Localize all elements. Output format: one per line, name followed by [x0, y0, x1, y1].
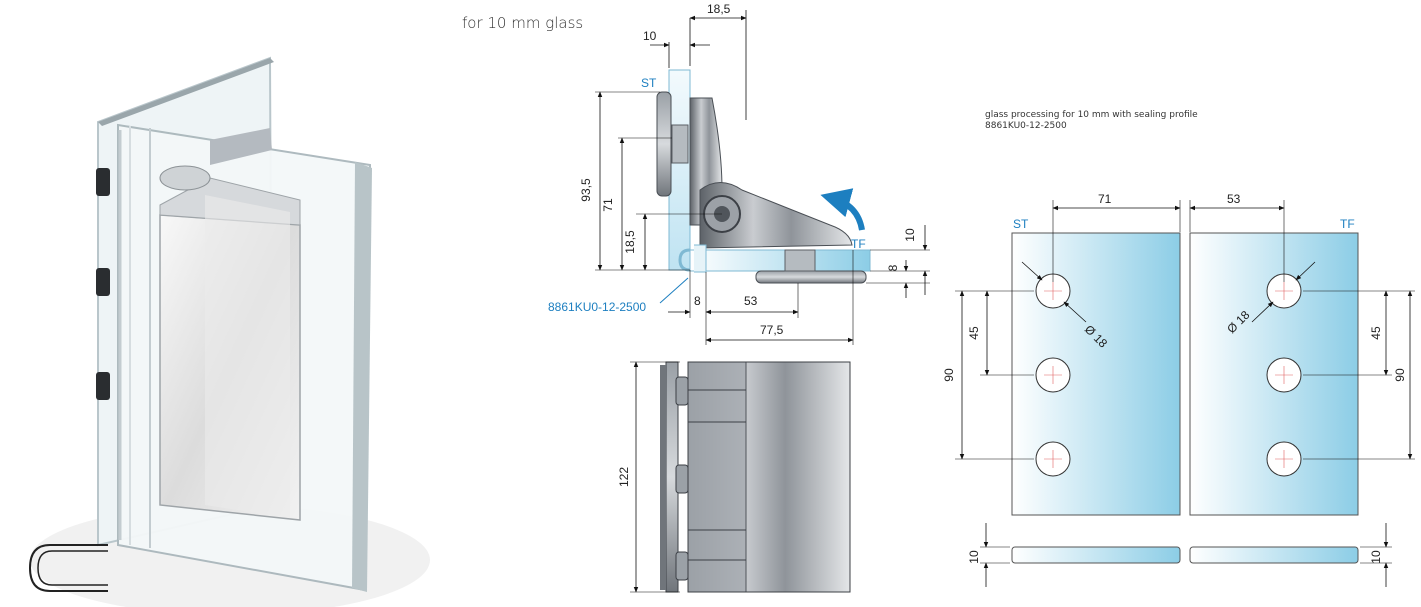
- curved-arrow-icon: [820, 188, 865, 231]
- st-label-side: ST: [641, 76, 657, 90]
- tf-label-side: TF: [851, 237, 866, 251]
- st-label-glass: ST: [1013, 217, 1029, 231]
- dim-strip-right-10: 10: [1369, 550, 1383, 564]
- dim-bottom-77-5: 77,5: [760, 323, 784, 337]
- glass-processing-drawing: ST TF 71 53 Ø 18 Ø 18 45 90 45 90: [942, 192, 1415, 587]
- dim-right-8: 8: [886, 264, 900, 271]
- dim-glass-left-45: 45: [967, 326, 981, 340]
- dim-top-18-5: 18,5: [707, 2, 731, 16]
- dim-right-10: 10: [903, 228, 917, 242]
- dim-front-122: 122: [617, 467, 631, 487]
- dim-glass-53: 53: [1227, 192, 1241, 206]
- dim-bottom-53: 53: [744, 294, 758, 308]
- dim-height-71: 71: [601, 198, 615, 212]
- dim-strip-left-10: 10: [967, 550, 981, 564]
- product-photo: [0, 0, 435, 607]
- dim-glass-right-45: 45: [1369, 326, 1383, 340]
- dim-bottom-8: 8: [694, 294, 701, 308]
- dim-glass-71: 71: [1098, 192, 1112, 206]
- dim-glass-left-90: 90: [942, 368, 956, 382]
- dim-glass-right-90: 90: [1393, 368, 1407, 382]
- glass-processing-note: glass processing for 10 mm with sealing …: [985, 110, 1198, 131]
- seal-part-number: 8861KU0-12-2500: [548, 300, 646, 314]
- tf-label-glass: TF: [1340, 217, 1355, 231]
- side-view-drawing: ST TF 8861KU0-12-2500 18,5 10 93,5 71 18…: [548, 2, 930, 345]
- dim-height-18-5: 18,5: [623, 230, 637, 254]
- dim-height-93-5: 93,5: [579, 178, 593, 202]
- dim-glass-10: 10: [643, 29, 657, 43]
- glass-thickness-heading: for 10 mm glass: [462, 14, 584, 32]
- seal-profile-icon: [28, 544, 108, 592]
- front-view-drawing: 122: [617, 361, 851, 593]
